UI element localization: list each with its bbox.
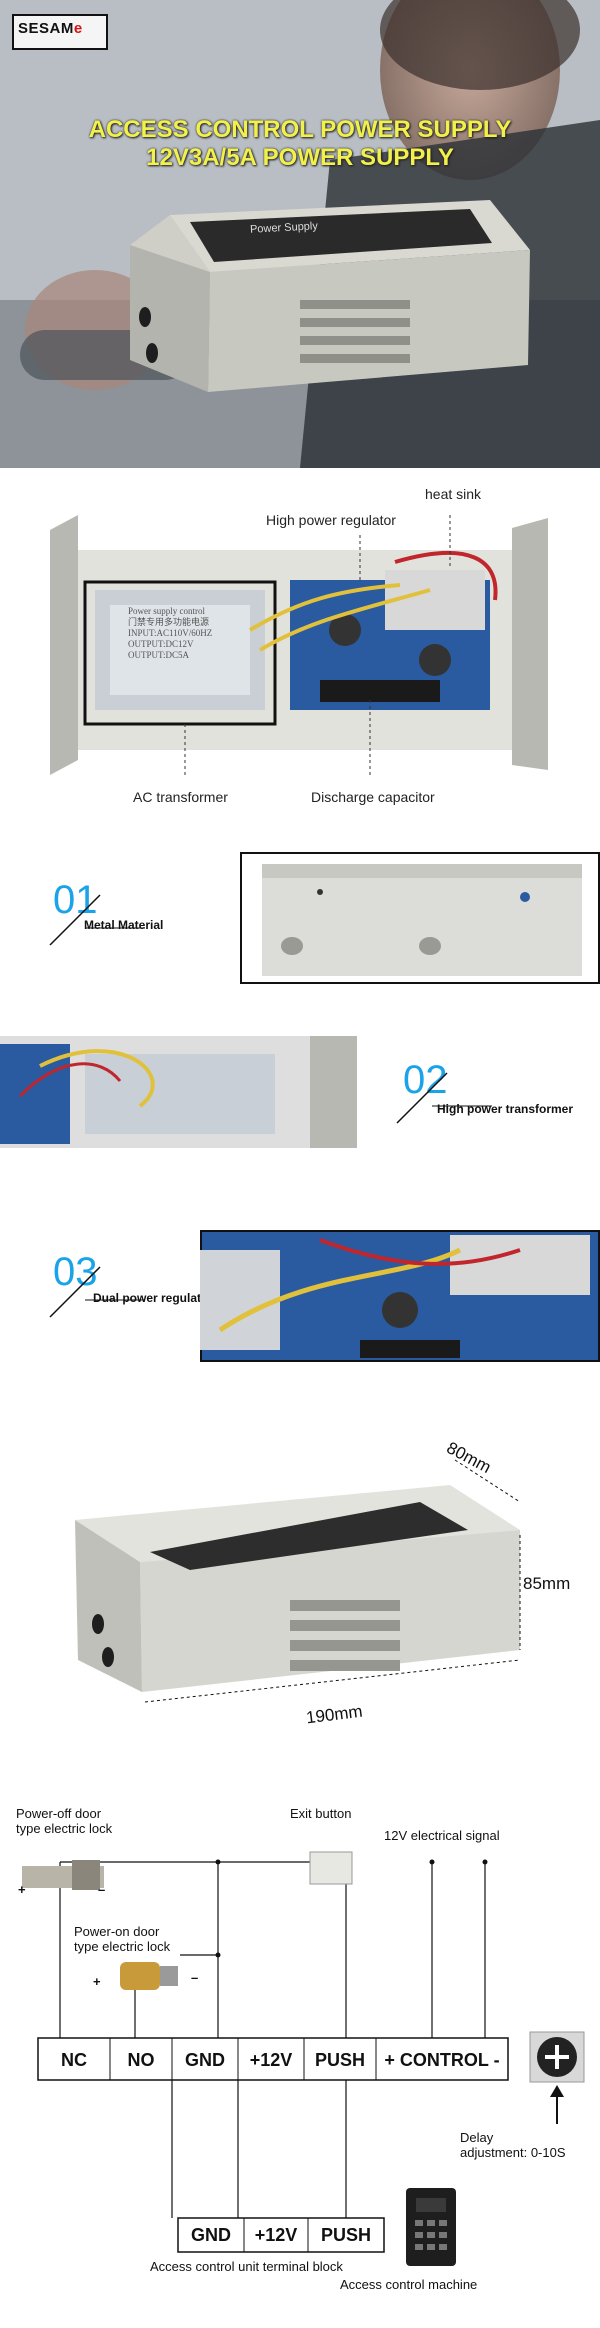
label-ac-transformer: AC transformer (133, 789, 228, 805)
logo-frame (12, 14, 108, 50)
logo-main-text: SESAM (18, 20, 74, 37)
feature-02-label: High power transformer (437, 1102, 574, 1116)
feature-01-number: 01 (53, 878, 98, 922)
nameplate-line: 门禁专用多功能电源 (128, 617, 210, 627)
label-heat-sink: heat sink (425, 486, 482, 502)
label-delay-1: Delay (460, 2130, 494, 2145)
dimension-height: 85mm (523, 1574, 571, 1593)
transformer-nameplate: Power supply control 门禁专用多功能电源 INPUT:AC1… (128, 606, 252, 661)
label-discharge-capacitor: Discharge capacitor (311, 789, 435, 805)
feature-03-number: 03 (53, 1250, 98, 1294)
dimension-illustration (75, 1459, 521, 1703)
terminal-12v: +12V (249, 2050, 293, 2070)
logo: SESAMe (18, 20, 83, 37)
power-on-lock-minus: – (191, 1970, 199, 1985)
label-power-on-lock-1: Power-on door (74, 1924, 160, 1939)
feature-03-photo (200, 1230, 600, 1362)
terminal-no: NO (127, 2050, 155, 2070)
label-power-on-lock-2: type electric lock (74, 1939, 171, 1954)
terminal-push: PUSH (314, 2050, 365, 2070)
terminal-nc: NC (61, 2050, 87, 2070)
label-power-off-lock-1: Power-off door (16, 1806, 102, 1821)
hero-title-line2: 12V3A/5A POWER SUPPLY (146, 144, 454, 171)
label-access-control-machine: Access control machine (340, 2277, 478, 2292)
power-on-lock-plus: + (93, 1974, 101, 1989)
hero-background (0, 0, 600, 468)
feature-03-label: Dual power regulator (93, 1291, 214, 1305)
wiring-diagram (22, 1851, 585, 2266)
logo-accent-text: e (73, 20, 83, 37)
nameplate-line: Power supply control (128, 606, 205, 616)
label-delay-2: adjustment: 0-10S (460, 2145, 566, 2160)
unit-terminal-gnd: GND (191, 2225, 231, 2245)
terminal-gnd: GND (185, 2050, 225, 2070)
nameplate-line: INPUT:AC110V/60HZ (128, 628, 213, 638)
terminal-control: + CONTROL - (384, 2050, 500, 2070)
feature-01-photo (240, 852, 600, 984)
nameplate-line: OUTPUT:DC12V (128, 639, 194, 649)
power-off-lock-plus: + (18, 1882, 26, 1897)
unit-terminal-push: PUSH (320, 2225, 371, 2245)
label-power-off-lock-2: type electric lock (16, 1821, 113, 1836)
feature-02-slash (396, 1072, 492, 1124)
label-12v-signal: 12V electrical signal (384, 1828, 500, 1843)
label-unit-terminal-block: Access control unit terminal block (150, 2259, 343, 2274)
label-exit-button: Exit button (290, 1806, 352, 1821)
power-off-lock-minus: – (98, 1882, 106, 1897)
nameplate-line: OUTPUT:DC5A (128, 650, 190, 660)
feature-01-label: Metal Material (84, 918, 164, 932)
feature-02-photo (0, 1036, 357, 1148)
internal-view-illustration (50, 515, 548, 775)
label-high-power-regulator: High power regulator (266, 512, 396, 528)
unit-terminal-12v: +12V (254, 2225, 298, 2245)
feature-01-slash (49, 894, 145, 946)
hero-title-line1: ACCESS CONTROL POWER SUPPLY (88, 116, 512, 143)
hero-banner: SESAMe ACCESS CONTROL POWER SUPPLY 12V3A… (0, 0, 600, 468)
feature-03-slash (49, 1266, 145, 1318)
